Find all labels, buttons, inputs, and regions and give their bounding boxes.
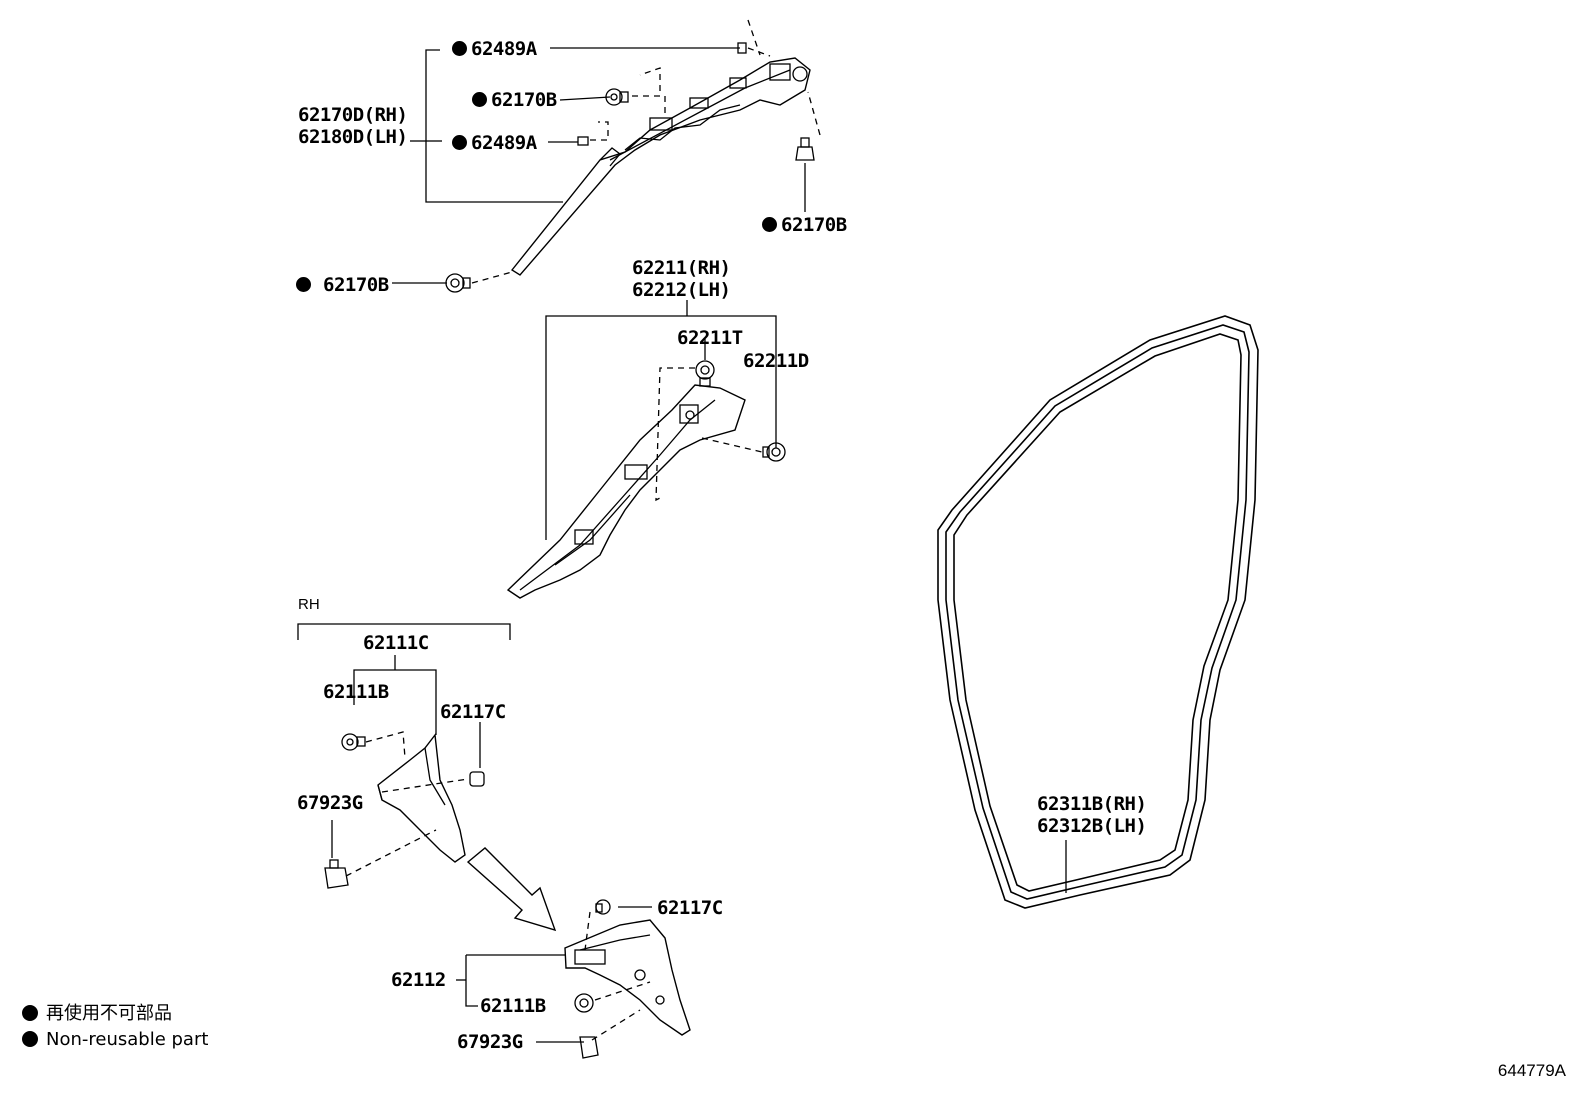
- a-pillar-lower-garnish: [506, 384, 746, 599]
- non-reusable-dot-icon: [472, 92, 487, 107]
- non-reusable-dot-icon: [296, 277, 311, 292]
- diagram-code: 644779A: [1497, 1061, 1566, 1080]
- clip-67923g-low: [579, 1036, 599, 1059]
- bracket-62112: [456, 906, 652, 1043]
- bracket-62211: [545, 300, 777, 540]
- legend-jp: 再使用不可部品: [22, 1004, 172, 1024]
- label-62212: 62212(LH): [632, 279, 731, 301]
- label-62211d: 62211D: [743, 350, 809, 372]
- label-62180d: 62180D(LH): [298, 126, 408, 148]
- label-62211: 62211(RH): [632, 257, 731, 279]
- label-62211t: 62211T: [677, 327, 743, 349]
- label-62311b: 62311B(RH): [1037, 793, 1147, 815]
- label-67923g-low: 67923G: [457, 1031, 523, 1053]
- label-62489a-top: 62489A: [452, 39, 537, 59]
- label-62170b-left: 62170B: [296, 275, 389, 295]
- label-62117c-top: 62117C: [440, 701, 506, 723]
- label-62170b-right: 62170B: [762, 215, 847, 235]
- clip-62111b-low: [574, 993, 594, 1013]
- a-pillar-upper-garnish: [510, 57, 811, 276]
- label-62489a-low: 62489A: [452, 133, 537, 153]
- label-62170d: 62170D(RH): [298, 104, 408, 126]
- clip-67923g-top: [324, 859, 349, 889]
- non-reusable-dot-icon: [22, 1031, 38, 1047]
- clip-62111b-top: [341, 733, 366, 751]
- clip-62170b-mid: [605, 88, 629, 106]
- direction-arrow: [466, 847, 557, 932]
- clip-62117c-low: [595, 899, 611, 915]
- clip-62211d: [762, 442, 786, 462]
- label-62112: 62112: [391, 969, 446, 991]
- bracket-62170d: [410, 49, 563, 203]
- cowl-side-trim-lower: [564, 919, 691, 1036]
- door-weatherstrip: [937, 315, 1259, 909]
- label-62111b-top: 62111B: [323, 681, 389, 703]
- label-62117c-low: 62117C: [657, 897, 723, 919]
- non-reusable-dot-icon: [452, 41, 467, 56]
- non-reusable-dot-icon: [452, 135, 467, 150]
- label-62111c: 62111C: [363, 632, 429, 654]
- cowl-side-trim-upper: [377, 733, 466, 863]
- label-rh-section: RH: [298, 596, 320, 613]
- clip-62489a-low: [577, 136, 589, 146]
- label-62111b-low: 62111B: [480, 995, 546, 1017]
- bracket-62111c: [331, 655, 481, 858]
- clip-62170b-left: [445, 273, 471, 293]
- clip-62170b-right: [795, 137, 815, 161]
- label-62170b-mid: 62170B: [472, 90, 557, 110]
- label-67923g-top: 67923G: [297, 792, 363, 814]
- clip-62489a-top: [737, 42, 747, 54]
- bracket-rh: [297, 623, 511, 640]
- non-reusable-dot-icon: [762, 217, 777, 232]
- label-62312b: 62312B(LH): [1037, 815, 1147, 837]
- clip-62117c-top: [469, 771, 485, 787]
- clip-62211t: [695, 360, 715, 387]
- legend-en: Non-reusable part: [22, 1030, 208, 1050]
- non-reusable-dot-icon: [22, 1005, 38, 1021]
